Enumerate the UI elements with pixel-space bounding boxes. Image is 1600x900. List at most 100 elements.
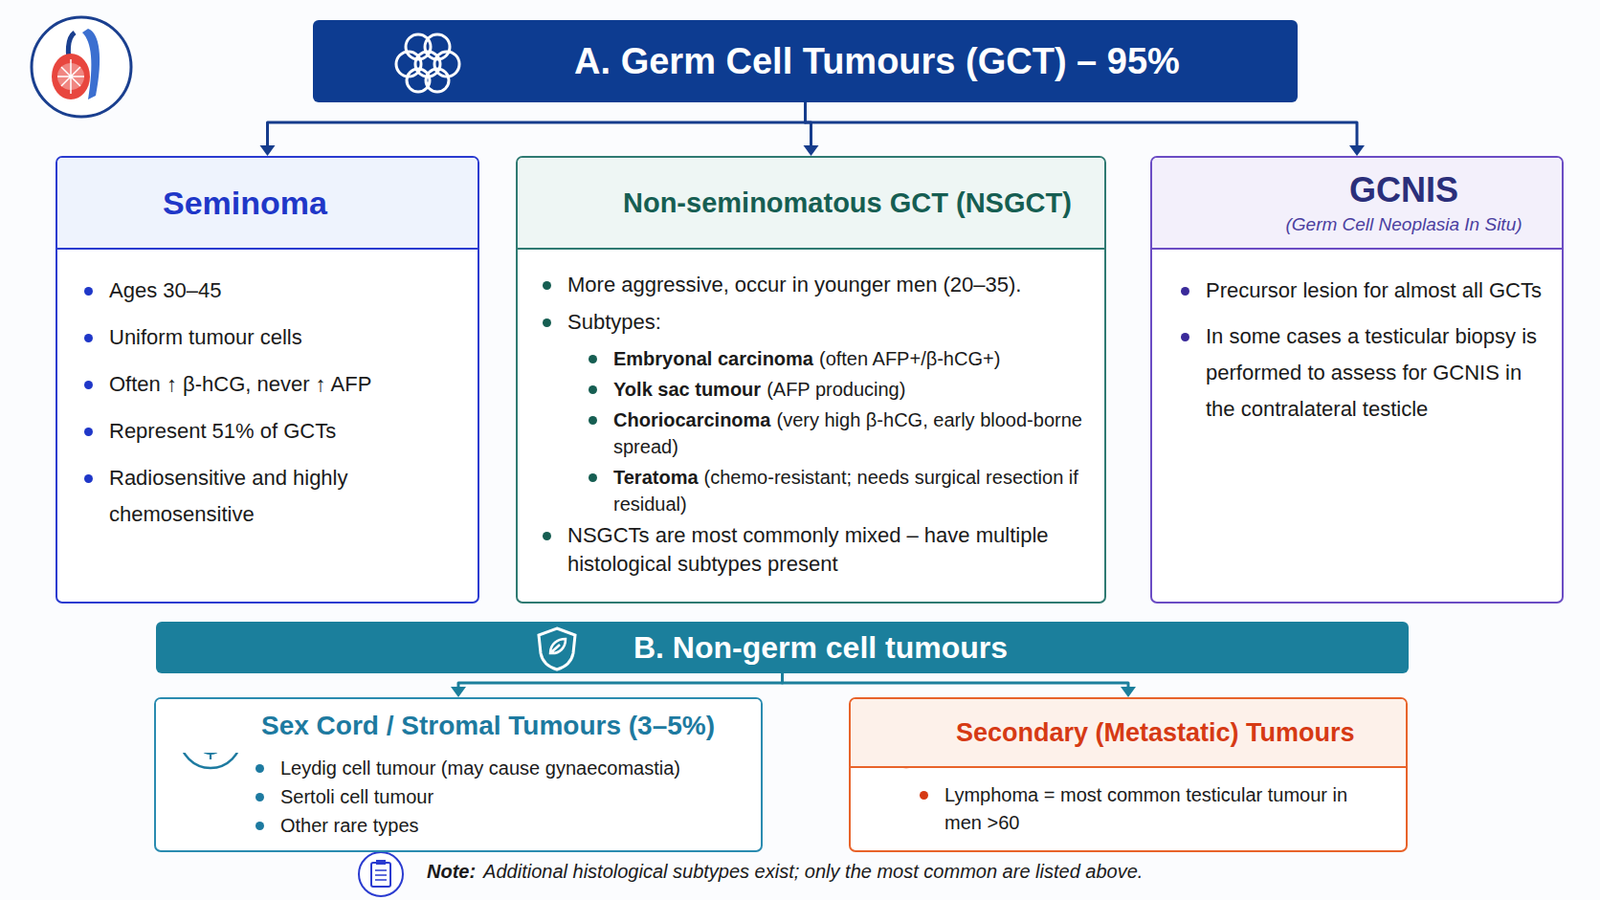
connector xyxy=(782,673,1137,698)
bullet-item: Precursor lesion for almost all GCTs xyxy=(1177,272,1545,310)
arrow-head xyxy=(450,687,467,698)
box-header: Sex Cord / Stromal Tumours (3–5%) xyxy=(155,699,761,754)
bullet-dot xyxy=(588,355,598,364)
connector xyxy=(450,673,783,698)
bullet-dot xyxy=(84,427,93,437)
bullet-item: NSGCTs are most commonly mixed – have mu… xyxy=(538,521,1088,579)
subtype-name: Yolk sac tumour xyxy=(613,378,761,400)
bullet-item: Other rare types xyxy=(251,812,748,841)
bullet-text: Often ↑ β-hCG, never ↑ AFP xyxy=(109,372,372,397)
connector-line xyxy=(267,102,806,147)
bullet-dot xyxy=(588,385,598,395)
arrow-head xyxy=(803,145,820,156)
box-title: Non-seminomatous GCT (NSGCT) xyxy=(622,187,1093,220)
bullet-dot xyxy=(542,318,552,328)
bullet-dot xyxy=(1180,333,1190,342)
bullet-item: Radiosensitive and highly chemosensitive xyxy=(80,460,457,534)
category-box: GCNIS (Germ Cell Neoplasia In Situ) Precur… xyxy=(1150,155,1564,604)
note-text: Additional histological subtypes exist; … xyxy=(483,861,1143,883)
bullet-dot xyxy=(84,380,93,390)
bullet-dot xyxy=(84,474,93,484)
bullet-item: Represent 51% of GCTs xyxy=(80,413,457,450)
bullet-text: Sertoli cell tumour xyxy=(280,786,434,808)
box-body: Leydig cell tumour (may cause gynaecomas… xyxy=(155,753,761,851)
box-body: Lymphoma = most common testicular tumour… xyxy=(850,768,1406,851)
bullet-text: Lymphoma = most common testicular tumour… xyxy=(944,784,1348,834)
subtype-name: Teratoma xyxy=(613,466,699,489)
bullet-dot xyxy=(588,473,598,483)
bullet-text: Precursor lesion for almost all GCTs xyxy=(1205,278,1542,303)
bullet-item: Leydig cell tumour (may cause gynaecomas… xyxy=(251,755,748,783)
connector xyxy=(260,102,806,156)
bullet-dot xyxy=(255,793,265,802)
subtype-name: Choriocarcinoma xyxy=(613,409,771,431)
band-title: A. Germ Cell Tumours (GCT) – 95% xyxy=(574,41,1180,83)
bullet-text: Ages 30–45 xyxy=(109,278,222,303)
bullet-dot xyxy=(542,281,552,290)
box-title: Seminoma xyxy=(162,184,467,223)
arrow-head xyxy=(1349,145,1365,156)
sub-bullet: Yolk sac tumour(AFP producing) xyxy=(584,376,1088,403)
bullet-item: Sertoli cell tumour xyxy=(251,783,748,812)
bullet-dot xyxy=(255,822,265,831)
bullet-text: Radiosensitive and highly chemosensitive xyxy=(109,466,349,527)
box-body: Precursor lesion for almost all GCTs In s… xyxy=(1152,249,1562,453)
sub-bullet: Teratoma(chemo-resistant; needs surgical… xyxy=(584,464,1088,518)
box-subtitle: (Germ Cell Neoplasia In Situ) xyxy=(1285,214,1522,236)
bullet-text: Represent 51% of GCTs xyxy=(109,419,336,444)
sub-bullet: Choriocarcinoma(very high β-hCG, early b… xyxy=(584,406,1088,461)
bullet-dot xyxy=(84,333,93,343)
box-body: More aggressive, occur in younger men (2… xyxy=(517,249,1105,601)
section-band: A. Germ Cell Tumours (GCT) – 95% xyxy=(312,20,1298,103)
box-title: Secondary (Metastatic) Tumours xyxy=(955,718,1395,749)
category-box: SeminomaAges 30–45Uniform tumour cellsOf… xyxy=(55,155,480,604)
note-line: Note: Additional histological subtypes ex… xyxy=(426,861,1143,884)
arrow-head xyxy=(1120,687,1136,698)
bullet-item: In some cases a testicular biopsy is per… xyxy=(1177,318,1545,428)
bullet-dot xyxy=(919,791,929,800)
band-title: B. Non-germ cell tumours xyxy=(633,630,1008,667)
subtype-note: (AFP producing) xyxy=(766,378,906,400)
connector xyxy=(805,102,1366,156)
bullet-dot xyxy=(84,287,93,296)
bullet-item: Often ↑ β-hCG, never ↑ AFP xyxy=(80,366,457,403)
bullet-dot xyxy=(588,416,598,425)
box-header: GCNIS (Germ Cell Neoplasia In Situ) xyxy=(1152,157,1562,250)
connector-line xyxy=(782,673,1130,689)
testis-logo xyxy=(31,17,132,117)
bullet-text: Other rare types xyxy=(280,815,420,837)
subtype-note: (often AFP+/β-hCG+) xyxy=(819,348,1000,370)
box-body: Ages 30–45Uniform tumour cellsOften ↑ β-… xyxy=(57,249,478,559)
box-header: Secondary (Metastatic) Tumours xyxy=(850,699,1406,769)
bullet-text: Leydig cell tumour (may cause gynaecomas… xyxy=(280,757,681,779)
section-band: B. Non-germ cell tumours xyxy=(155,622,1409,674)
box-header: Seminoma xyxy=(57,157,478,250)
bullet-text: NSGCTs are most commonly mixed – have mu… xyxy=(567,523,1049,577)
category-box: Non-seminomatous GCT (NSGCT) More aggress… xyxy=(515,155,1107,604)
shield-icon xyxy=(533,624,581,673)
connector-line xyxy=(805,102,1358,147)
category-box: Sex Cord / Stromal Tumours (3–5%) Leydig … xyxy=(154,697,763,853)
bullet-text: More aggressive, occur in younger men (2… xyxy=(567,272,1022,297)
bullet-dot xyxy=(542,532,552,541)
cells-icon xyxy=(389,27,467,95)
box-header: Non-seminomatous GCT (NSGCT) xyxy=(517,157,1105,250)
bullet-item: Uniform tumour cells xyxy=(80,319,457,356)
subtype-name: Embryonal carcinoma xyxy=(613,348,814,370)
note-lead: Note: xyxy=(426,861,476,883)
bullet-text: Subtypes: xyxy=(567,310,662,334)
box-title: GCNIS xyxy=(1349,170,1459,211)
bullet-text: In some cases a testicular biopsy is per… xyxy=(1205,324,1537,422)
bullet-dot xyxy=(1180,287,1190,296)
category-box: Secondary (Metastatic) TumoursLymphoma =… xyxy=(848,697,1408,853)
box-title: Sex Cord / Stromal Tumours (3–5%) xyxy=(261,711,750,742)
connector-line xyxy=(458,673,783,689)
bullet-text: Uniform tumour cells xyxy=(109,325,303,350)
bullet-item: More aggressive, occur in younger men (2… xyxy=(538,270,1088,300)
sub-bullet: Embryonal carcinoma(often AFP+/β-hCG+) xyxy=(584,345,1088,373)
bullet-item: Lymphoma = most common testicular tumour… xyxy=(915,781,1389,838)
bullet-item: Ages 30–45 xyxy=(80,272,457,310)
arrow-head xyxy=(260,145,276,156)
bullet-dot xyxy=(255,764,265,774)
